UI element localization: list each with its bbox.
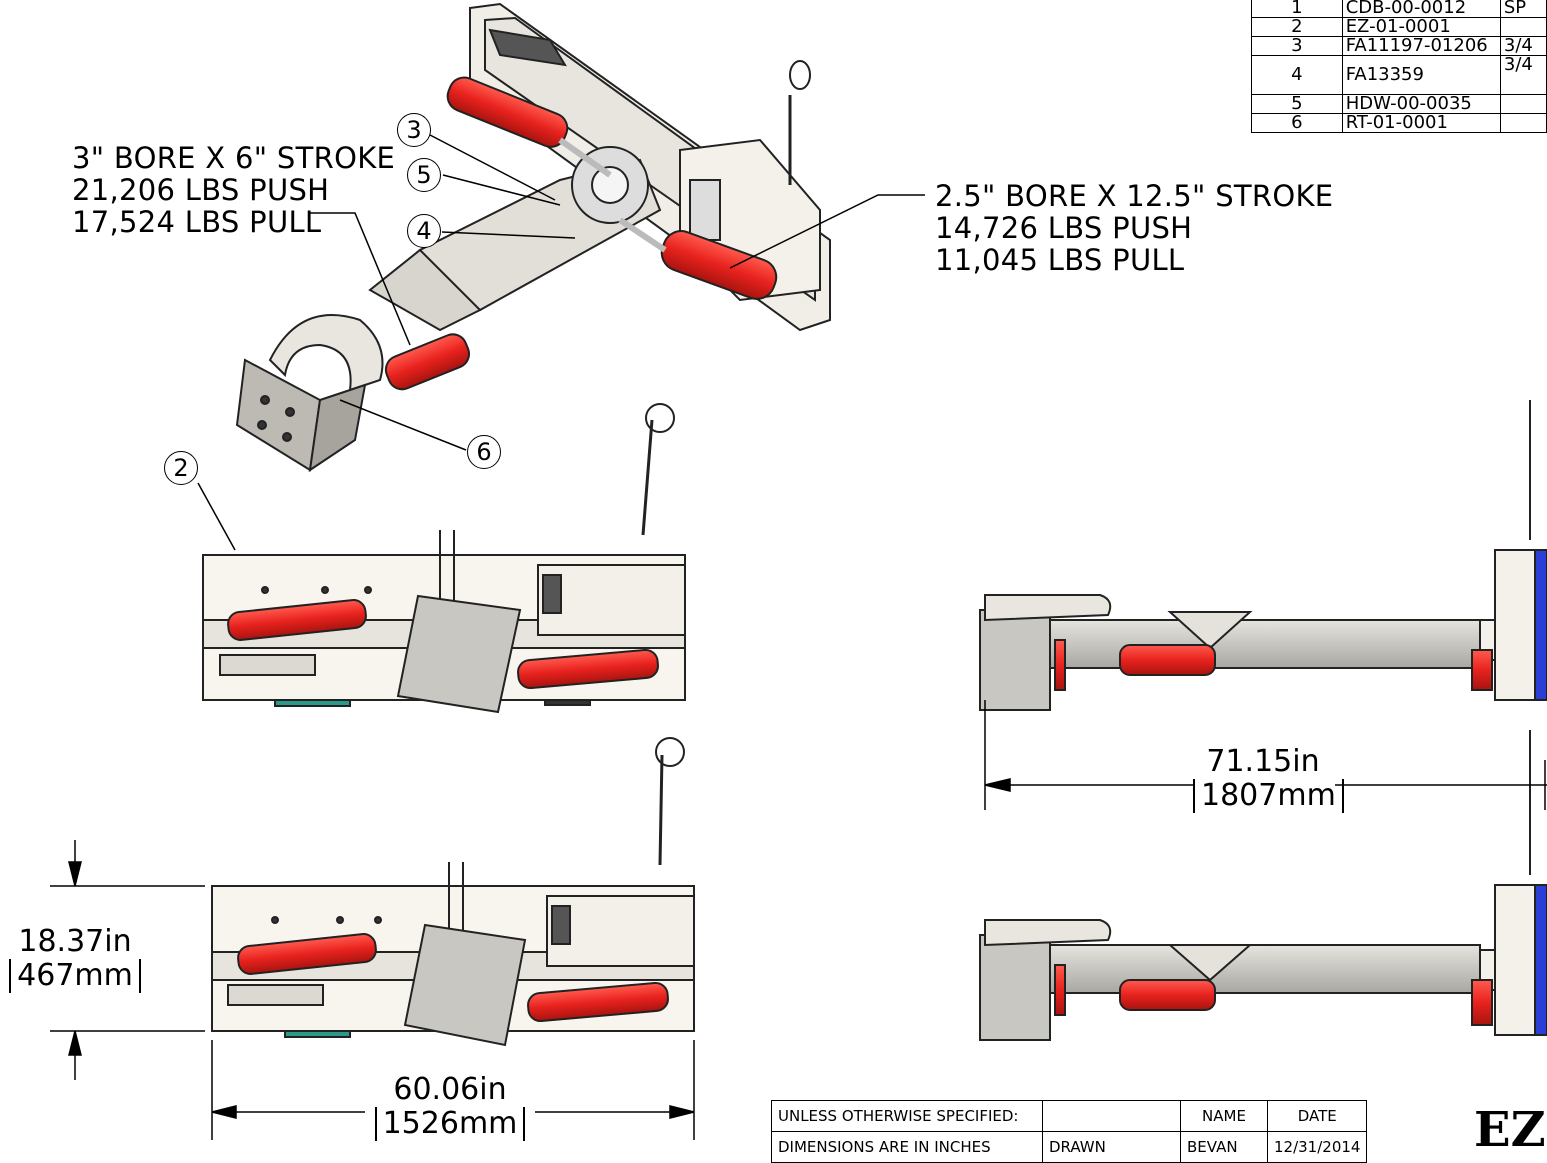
- front-view-upper: [202, 403, 686, 714]
- dimension-length-imperial: 71.15in: [1206, 744, 1320, 779]
- isometric-view: [235, 2, 831, 473]
- dimension-width-metric: 1526mm: [374, 1107, 526, 1141]
- drawn-date: 12/31/2014: [1266, 1131, 1368, 1163]
- balloon-item: 3: [397, 113, 431, 147]
- bom-row: 2 EZ-01-0001: [1251, 17, 1547, 37]
- bom-row: 5 HDW-00-0035: [1251, 94, 1547, 114]
- bom-row: 6 RT-01-0001: [1251, 113, 1547, 133]
- cylinder-small-pull: 17,524 LBS PULL: [72, 205, 322, 239]
- dimension-height: 18.37in 467mm: [5, 925, 145, 993]
- dimension-width-imperial: 60.06in: [393, 1072, 507, 1107]
- dimension-length-metric: 1807mm: [1193, 779, 1344, 813]
- dimension-height-imperial: 18.37in: [18, 924, 132, 959]
- title-block: UNLESS OTHERWISE SPECIFIED: NAME DATE DI…: [771, 1100, 1368, 1163]
- tolerance-note: UNLESS OTHERWISE SPECIFIED:: [771, 1100, 1043, 1132]
- units-note: DIMENSIONS ARE IN INCHES: [771, 1131, 1043, 1163]
- drawing-number: EZ: [1474, 1102, 1546, 1158]
- cylinder-small-spec: 3" BORE X 6" STROKE 21,206 LBS PUSH 17,5…: [72, 142, 395, 238]
- bom-row: 3 FA11197-01206 3/4: [1251, 36, 1547, 56]
- front-view-lower: [211, 737, 695, 1047]
- balloon-item: 4: [407, 214, 441, 248]
- bill-of-materials: 1 CDB-00-0012 SP 2 EZ-01-0001 3 FA11197-…: [1251, 0, 1547, 133]
- date-column-header: DATE: [1266, 1100, 1368, 1132]
- dimension-width: 60.06in 1526mm: [370, 1073, 530, 1141]
- dimension-lines: [50, 700, 1547, 1140]
- cylinder-large-pull: 11,045 LBS PULL: [935, 243, 1185, 277]
- cylinder-large-spec: 2.5" BORE X 12.5" STROKE 14,726 LBS PUSH…: [935, 180, 1333, 276]
- drawn-by: BEVAN: [1180, 1131, 1268, 1163]
- drawn-label: DRAWN: [1042, 1131, 1181, 1163]
- cylinder-small-bore: 3" BORE X 6" STROKE: [72, 141, 396, 175]
- dimension-height-metric: 467mm: [9, 959, 141, 993]
- cylinder-large-bore: 2.5" BORE X 12.5" STROKE: [935, 179, 1334, 213]
- balloon-item: 5: [407, 158, 441, 192]
- balloon-item: 2: [164, 451, 198, 485]
- cylinder-small-push: 21,206 LBS PUSH: [72, 173, 330, 207]
- name-column-header: NAME: [1180, 1100, 1268, 1132]
- side-view-lower: [979, 730, 1547, 1041]
- bom-row: 1 CDB-00-0012 SP: [1251, 0, 1547, 18]
- leader-lines: [197, 134, 925, 551]
- bom-row: 4 FA13359 3/4: [1251, 55, 1547, 95]
- dimension-length: 71.15in 1807mm: [1193, 744, 1344, 813]
- side-view-upper: [979, 400, 1547, 711]
- balloon-item: 6: [467, 435, 501, 469]
- cylinder-large-push: 14,726 LBS PUSH: [935, 211, 1193, 245]
